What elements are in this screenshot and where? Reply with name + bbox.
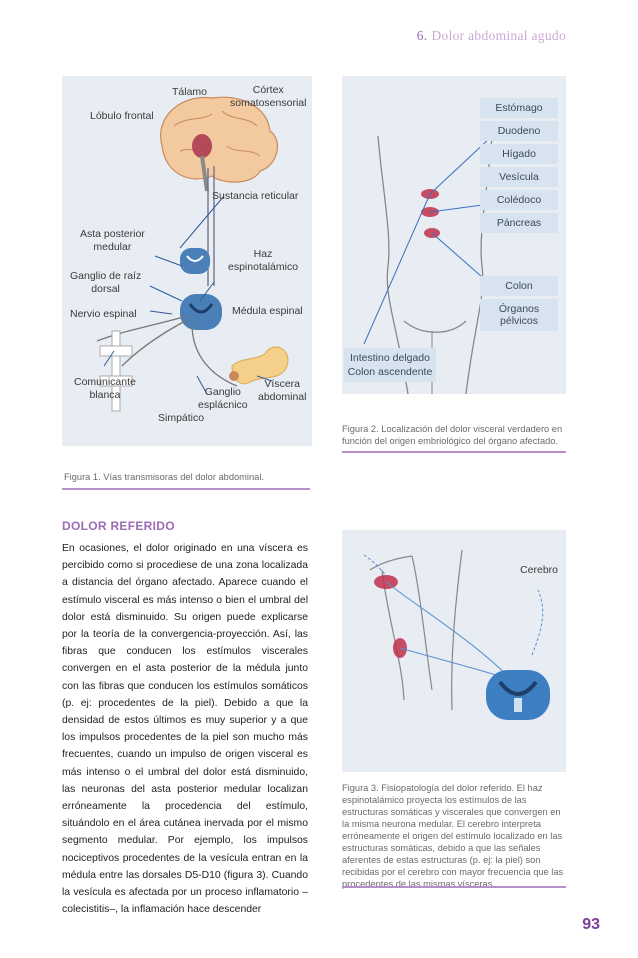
label-medula-espinal: Médula espinal	[232, 305, 303, 317]
figure-3-caption-rule	[342, 886, 566, 888]
label-ganglio-esplacnico: Ganglio esplácnico	[198, 386, 248, 411]
organ-pancreas: Páncreas	[480, 213, 558, 233]
page-number: 93	[582, 916, 600, 933]
organ-colon: Colon	[480, 276, 558, 296]
label-comunicante: Comunicante blanca	[74, 376, 136, 401]
label-cortex: Córtex somatosensorial	[230, 84, 307, 109]
organ-list-upper: Estómago Duodeno Hígado Vesícula Colédoc…	[480, 98, 558, 236]
label-haz: Haz espinotalámico	[228, 248, 299, 273]
label-asta-posterior: Asta posterior medular	[80, 228, 145, 253]
label-simpatico: Simpático	[158, 412, 205, 424]
figure-3-caption: Figura 3. Fisiopatología del dolor refer…	[342, 783, 564, 889]
label-talamo: Tálamo	[172, 86, 208, 98]
organ-list-lower: Colon Órganos pélvicos	[480, 276, 558, 334]
organ-coledoco: Colédoco	[480, 190, 558, 210]
organ-vesicula: Vesícula	[480, 167, 558, 187]
label-nervio-espinal: Nervio espinal	[70, 308, 137, 320]
label-ganglio-raiz: Ganglio de raíz dorsal	[70, 270, 142, 295]
figure-3-panel: Cerebro	[342, 530, 566, 772]
chapter-number: 6.	[416, 28, 428, 43]
section-title: DOLOR REFERIDO	[62, 519, 175, 533]
figure-2-caption-rule	[342, 451, 566, 453]
organ-duodeno: Duodeno	[480, 121, 558, 141]
chapter-header: 6.Dolor abdominal agudo	[417, 28, 566, 44]
section-body: En ocasiones, el dolor originado en una …	[62, 543, 308, 916]
label-sustancia-reticular: Sustancia reticular	[212, 190, 299, 202]
referred-pain-illustration	[363, 549, 550, 720]
organ-intestino-colon: Intestino delgado Colon ascendente	[344, 348, 436, 382]
label-lobulo-frontal: Lóbulo frontal	[90, 110, 154, 122]
organ-pelvicos: Órganos pélvicos	[480, 299, 558, 331]
figure-1-panel: Tálamo Córtex somatosensorial Lóbulo fro…	[62, 76, 312, 446]
figure-2-caption: Figura 2. Localización del dolor viscera…	[342, 424, 563, 446]
figure-1-caption: Figura 1. Vías transmisoras del dolor ab…	[64, 472, 264, 482]
figure-1-caption-rule	[62, 488, 310, 490]
figure-2-panel: Estómago Duodeno Hígado Vesícula Colédoc…	[342, 76, 566, 394]
label-viscera: Víscera abdominal	[258, 378, 307, 403]
nervous-pathway-illustration	[96, 96, 289, 412]
organ-estomago: Estómago	[480, 98, 558, 118]
label-cerebro: Cerebro	[520, 564, 558, 576]
organ-higado: Hígado	[480, 144, 558, 164]
chapter-title: Dolor abdominal agudo	[431, 28, 566, 43]
